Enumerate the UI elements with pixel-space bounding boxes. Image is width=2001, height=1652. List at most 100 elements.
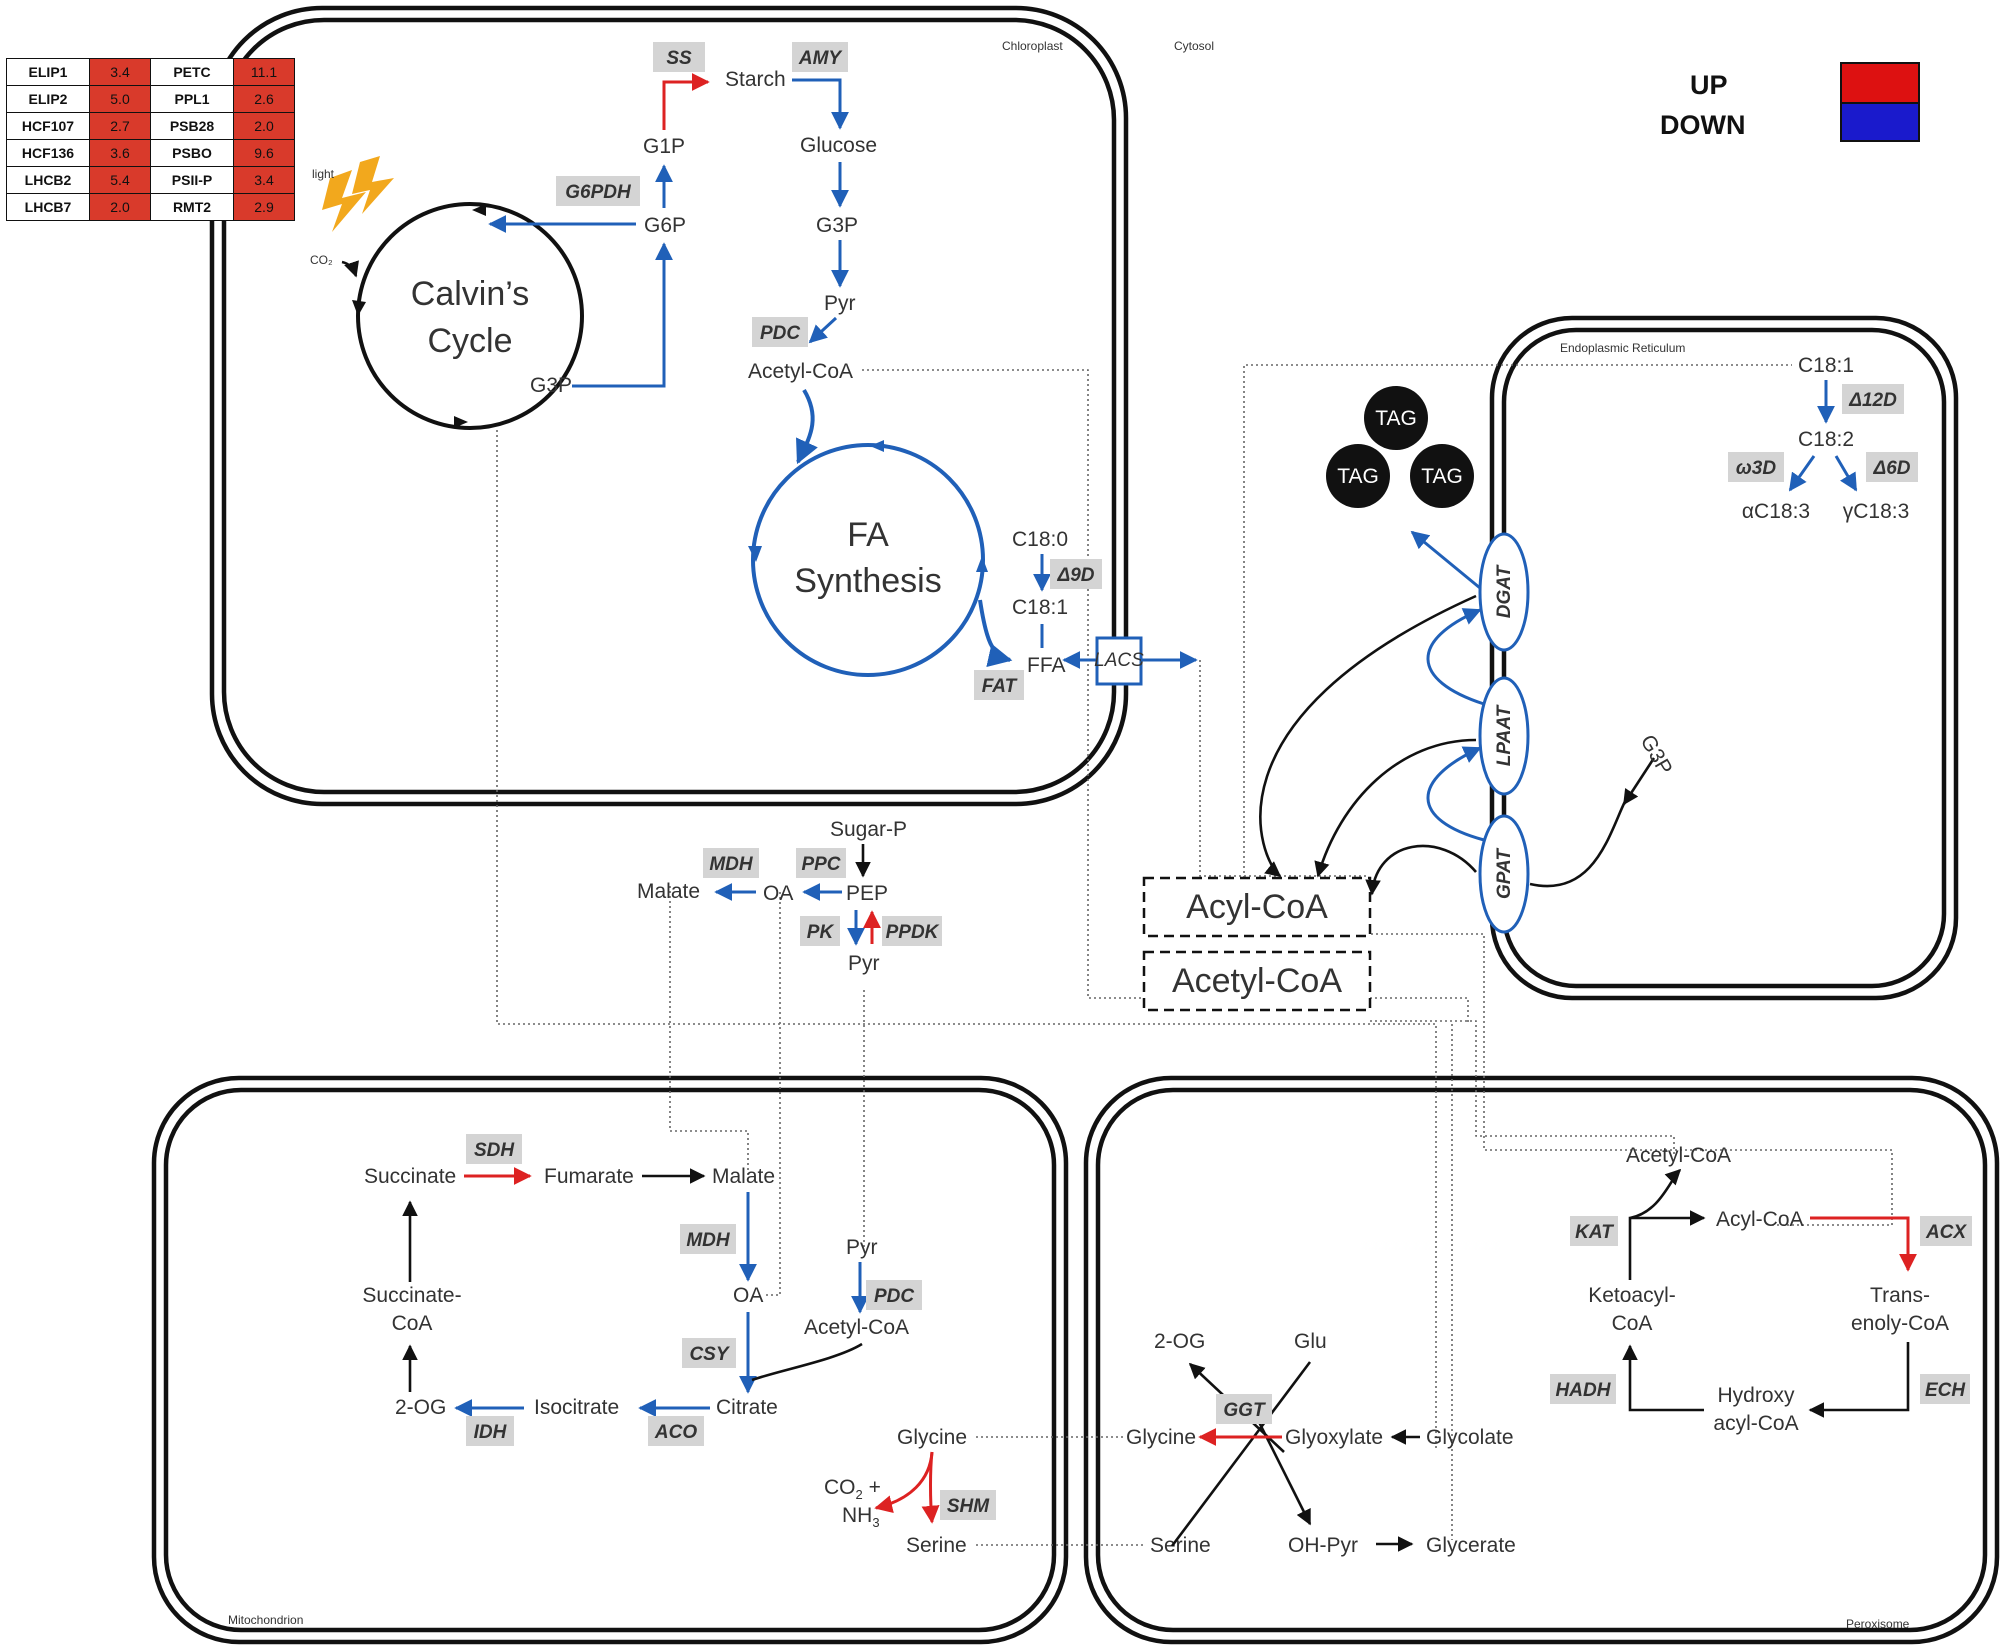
- chloroplast-membrane: [209, 5, 1129, 807]
- fold-change: 3.4: [89, 58, 151, 86]
- lacs-box: [1095, 636, 1143, 686]
- fold-change: 2.6: [233, 85, 295, 113]
- acetyl-coa-box: [1142, 950, 1372, 1012]
- gene-name: ELIP1: [6, 58, 90, 86]
- enzyme-dgat: DGAT: [1494, 564, 1515, 618]
- er-ac183: αC18:3: [1742, 500, 1810, 523]
- acyl-coa-box: [1142, 876, 1372, 938]
- per-hydroxy-2: acyl-CoA: [1713, 1412, 1798, 1435]
- gene-name: PSB28: [150, 112, 234, 140]
- gene-name: LHCB7: [6, 193, 90, 221]
- enzyme-aco: ACO: [654, 1422, 697, 1443]
- gene-name: PETC: [150, 58, 234, 86]
- mit-malate: Malate: [712, 1165, 775, 1188]
- cyt-pyr: Pyr: [848, 952, 880, 975]
- tag-1: TAG: [1375, 407, 1417, 430]
- per-oh-pyr: OH-Pyr: [1288, 1534, 1358, 1557]
- gene-name: RMT2: [150, 193, 234, 221]
- chl-pyr: Pyr: [824, 292, 856, 315]
- per-ketoacyl-2: CoA: [1612, 1312, 1653, 1335]
- mit-nh3: NH3: [842, 1504, 880, 1530]
- gpat-oval: [1478, 814, 1530, 934]
- per-2og: 2-OG: [1154, 1330, 1205, 1353]
- fold-change: 2.7: [89, 112, 151, 140]
- mit-oa: OA: [733, 1284, 763, 1307]
- enzyme-mdh-cyt: MDH: [709, 854, 754, 875]
- enzyme-pdc-mit: PDC: [874, 1286, 914, 1307]
- fold-change: 2.0: [233, 112, 295, 140]
- label-peroxisome: Peroxisome: [1846, 1617, 1910, 1631]
- mit-succinyl-2: CoA: [392, 1312, 433, 1335]
- legend-down-swatch: [1840, 102, 1920, 142]
- fa-label-1: FA: [847, 516, 889, 554]
- fa-synthesis-cycle: [748, 440, 988, 677]
- enzyme-d6d: Δ6D: [1872, 458, 1910, 479]
- mit-succinyl-1: Succinate-: [362, 1284, 461, 1307]
- enzyme-kat: KAT: [1575, 1222, 1614, 1243]
- tag-2: TAG: [1337, 465, 1379, 488]
- per-hydroxy-1: Hydroxy: [1717, 1384, 1795, 1407]
- er-c182: C18:2: [1798, 428, 1854, 451]
- label-cytosol: Cytosol: [1174, 39, 1214, 53]
- gene-name: ELIP2: [6, 85, 90, 113]
- gene-name: PPL1: [150, 85, 234, 113]
- chl-c181: C18:1: [1012, 596, 1068, 619]
- enzyme-csy: CSY: [689, 1344, 730, 1365]
- lpaat-oval: [1478, 676, 1530, 796]
- legend-down-label: DOWN: [1660, 110, 1746, 140]
- calvin-label-1: Calvin’s: [411, 275, 529, 313]
- enzyme-w3d: ω3D: [1736, 458, 1776, 479]
- calvin-label-2: Cycle: [427, 322, 512, 360]
- enzyme-lacs: LACS: [1094, 650, 1144, 671]
- legend-up-swatch: [1840, 62, 1920, 102]
- enzyme-amy: AMY: [798, 48, 844, 69]
- per-acyl-coa: Acyl-CoA: [1716, 1208, 1804, 1231]
- chl-c180: C18:0: [1012, 528, 1068, 551]
- label-mitochondrion: Mitochondrion: [228, 1613, 303, 1627]
- mit-serine: Serine: [906, 1534, 967, 1557]
- er-c181: C18:1: [1798, 354, 1854, 377]
- enzyme-pk: PK: [807, 922, 835, 943]
- mit-acetyl-coa: Acetyl-CoA: [804, 1316, 909, 1339]
- tag-cluster: [1326, 386, 1474, 508]
- cyt-oa: OA: [763, 882, 793, 905]
- tag-3: TAG: [1421, 465, 1463, 488]
- gene-name: PSII-P: [150, 166, 234, 194]
- cyt-acyl-coa: Acyl-CoA: [1186, 888, 1328, 926]
- chl-g6p: G6P: [644, 214, 686, 237]
- per-trans-1: Trans-: [1870, 1284, 1930, 1307]
- calvin-cycle: [352, 202, 584, 430]
- gene-name: HCF136: [6, 139, 90, 167]
- mit-citrate: Citrate: [716, 1396, 778, 1419]
- enzyme-hadh: HADH: [1556, 1380, 1612, 1401]
- chl-g1p: G1P: [643, 135, 685, 158]
- per-ketoacyl-1: Ketoacyl-: [1588, 1284, 1676, 1307]
- per-serine: Serine: [1150, 1534, 1211, 1557]
- gene-name: LHCB2: [6, 166, 90, 194]
- per-glycolate: Glycolate: [1426, 1426, 1514, 1449]
- mitochondrion-membrane: [151, 1075, 1069, 1645]
- enzyme-pdc-chl: PDC: [760, 323, 800, 344]
- chl-g3p: G3P: [530, 374, 572, 397]
- enzyme-lpaat: LPAAT: [1494, 704, 1515, 766]
- cyt-pep: PEP: [846, 882, 888, 905]
- label-er: Endoplasmic Reticulum: [1560, 341, 1685, 355]
- chl-glucose: Glucose: [800, 134, 877, 157]
- light-label: light: [312, 167, 335, 181]
- enzyme-sdh: SDH: [474, 1140, 515, 1161]
- per-glycerate: Glycerate: [1426, 1534, 1516, 1557]
- fold-change: 2.9: [233, 193, 295, 221]
- dotted-connectors: [496, 364, 1893, 1546]
- gene-name: HCF107: [6, 112, 90, 140]
- cyt-sugar-p: Sugar-P: [830, 818, 907, 841]
- chl-g3p-2: G3P: [816, 214, 858, 237]
- enzyme-d9d: Δ9D: [1056, 565, 1094, 586]
- per-acetyl-coa: Acetyl-CoA: [1626, 1144, 1731, 1167]
- enzyme-ss: SS: [666, 48, 692, 69]
- chl-acetyl-coa: Acetyl-CoA: [748, 360, 853, 383]
